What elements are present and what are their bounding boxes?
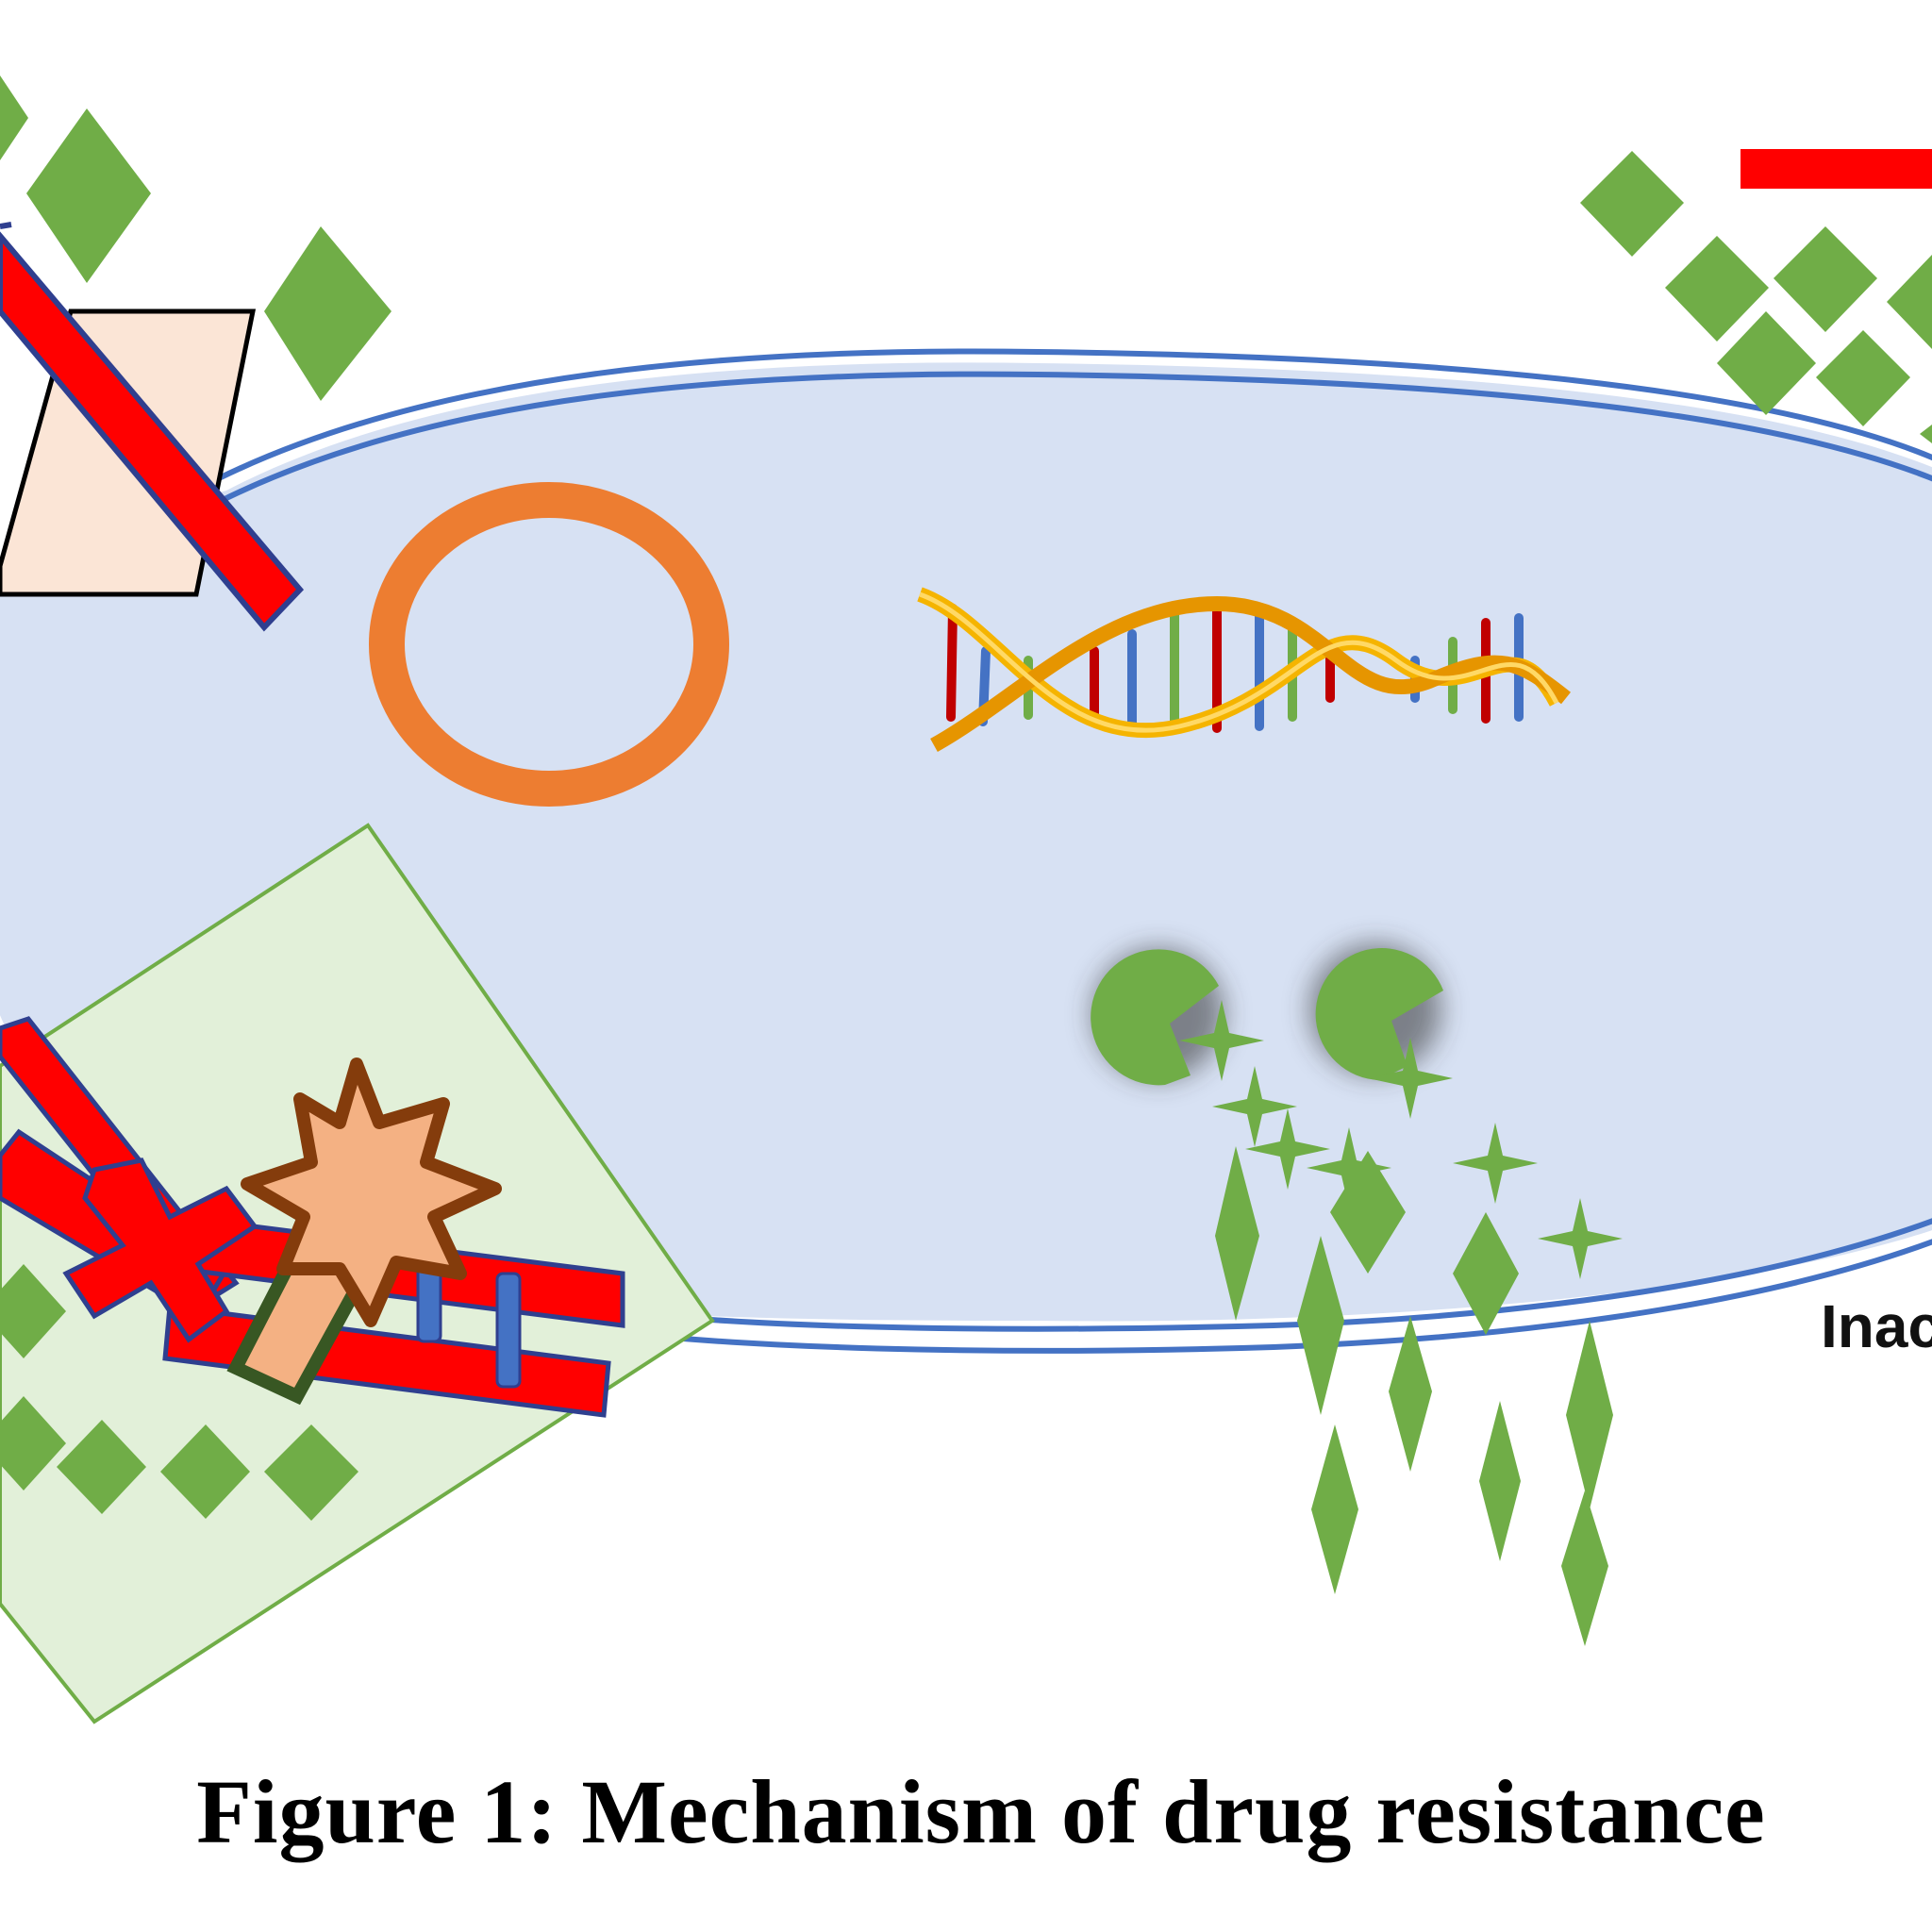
modifier-star-icon [241, 1058, 502, 1327]
cell-membrane-outer [215, 348, 1932, 482]
inactivating-enzymes [1091, 943, 1443, 1086]
drug-cluster-top-right [1580, 151, 1932, 443]
efflux-pump-blocked [0, 222, 305, 632]
drug-fragments [1179, 1000, 1623, 1279]
block-bar [0, 231, 305, 632]
drug-efflux-stream [1215, 1146, 1613, 1646]
figure-caption: Figure 1: Mechanism of drug resistance [196, 1761, 1766, 1862]
inactivation-label: Inac [1821, 1292, 1932, 1360]
enzyme-icon [1315, 948, 1443, 1080]
dna-helix-icon [917, 587, 1571, 752]
drug-cluster-top-left [0, 75, 391, 401]
x-cross-icon [62, 1158, 258, 1343]
target-modification-region [0, 823, 715, 1724]
binding-peg [495, 1272, 522, 1389]
drug-cluster-bottom-left [0, 1264, 358, 1521]
plasmid [369, 482, 729, 807]
cell-membrane-inner [217, 371, 1932, 505]
inhibition-bar [1740, 149, 1932, 189]
enzyme-icon [1091, 949, 1219, 1086]
